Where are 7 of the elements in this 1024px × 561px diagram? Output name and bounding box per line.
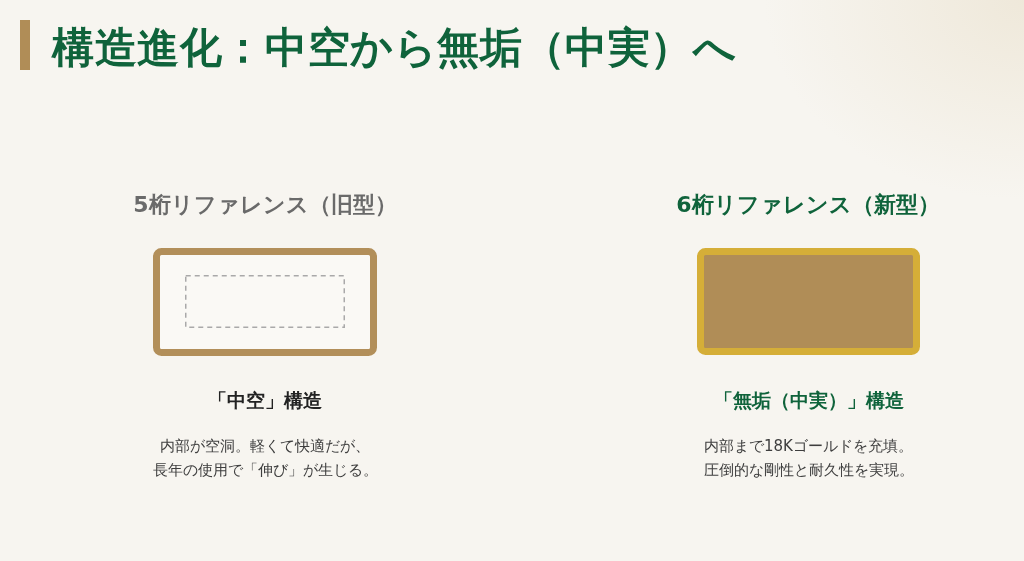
column-heading: 5桁リファレンス（旧型） [132, 191, 398, 219]
column-heading: 6桁リファレンス（新型） [675, 191, 941, 219]
description: 内部が空洞。軽くて快適だが、長年の使用で「伸び」が生じる。 [151, 436, 379, 481]
subheading: 「無垢（中実）」構造 [712, 388, 905, 413]
description: 内部まで18Kゴールドを充填。圧倒的な剛性と耐久性を実現。 [702, 436, 915, 481]
subheading: 「中空」構造 [207, 388, 323, 413]
title: 構造進化：中空から無垢（中実）へ [52, 22, 737, 74]
